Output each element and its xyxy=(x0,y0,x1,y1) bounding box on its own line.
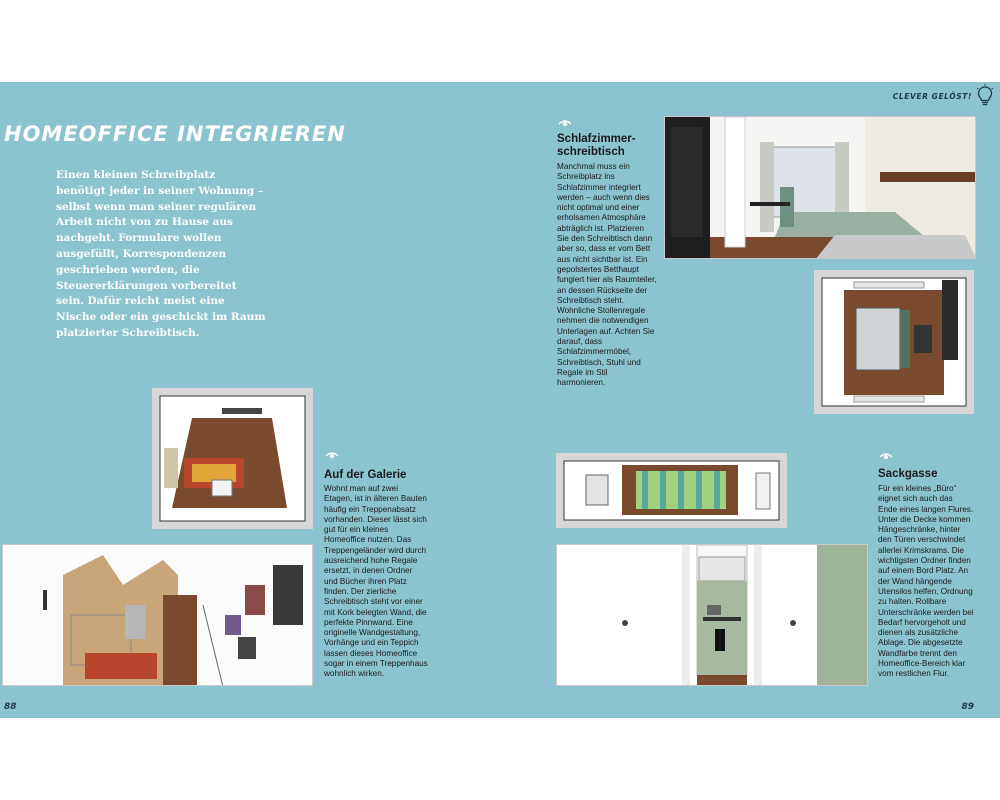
eye-icon xyxy=(558,118,572,128)
intro-paragraph: Einen kleinen Schreibplatz benötigt jede… xyxy=(56,169,266,339)
section-heading-galerie: Auf der Galerie xyxy=(324,469,407,481)
section-heading-schlafzimmer: Schlafzimmer- schreibtisch xyxy=(557,133,636,158)
page-title: HOMEOFFICE INTEGRIEREN xyxy=(4,122,346,146)
bedroom-floorplan-image xyxy=(814,270,974,414)
eye-icon xyxy=(325,450,339,460)
section-text-sackgasse: Für ein kleines „Büro“ eignet sich auch … xyxy=(878,484,974,679)
gallery-floorplan-image xyxy=(152,388,313,529)
section-heading-sackgasse: Sackgasse xyxy=(878,468,938,480)
page-number-right: 89 xyxy=(961,702,974,712)
hallway-perspective-image xyxy=(556,544,868,686)
running-header: CLEVER GELÖST! xyxy=(892,92,972,101)
lightbulb-icon xyxy=(976,84,994,108)
section-text-schlafzimmer: Manchmal muss ein Schreibplatz ins Schla… xyxy=(557,162,657,388)
bedroom-perspective-image xyxy=(664,116,976,259)
gallery-perspective-image xyxy=(2,544,313,686)
magazine-spread: HOMEOFFICE INTEGRIEREN Einen kleinen Sch… xyxy=(0,82,1000,718)
eye-icon xyxy=(879,451,893,461)
page-number-left: 88 xyxy=(4,702,17,712)
hallway-floorplan-image xyxy=(556,453,787,528)
section-text-galerie: Wohnt man auf zwei Etagen, ist in ältere… xyxy=(324,484,428,679)
